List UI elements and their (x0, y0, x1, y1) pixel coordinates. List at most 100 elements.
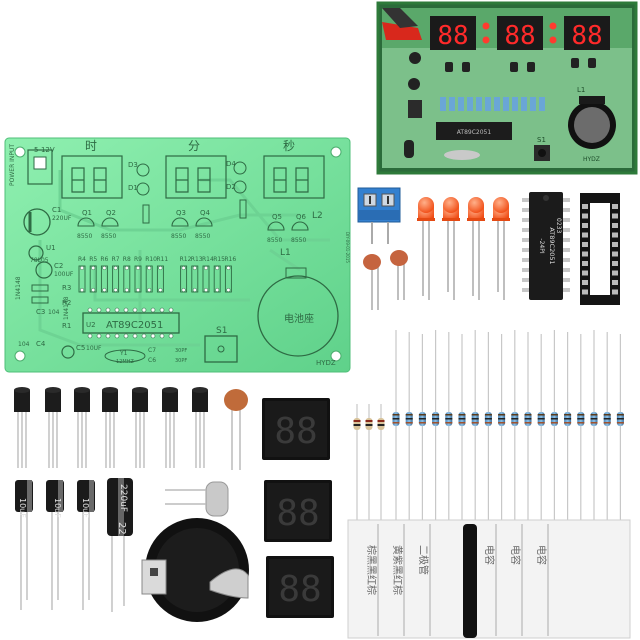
transistor (132, 387, 148, 468)
seven-segment-display: 88 (262, 398, 330, 460)
c5-label: C5 (76, 344, 85, 352)
resistor (392, 330, 400, 520)
resistor (418, 334, 426, 520)
orange-leds (417, 197, 510, 300)
resistor (471, 330, 479, 520)
pcb-resistor-label-r13: R13 (191, 256, 203, 263)
paper-strip-label: 二极管 (417, 545, 430, 575)
display-digits: 88 (278, 569, 321, 610)
resistor (511, 330, 519, 520)
orange-led (467, 197, 485, 300)
paper-strip-label: 电容 (535, 545, 548, 565)
inset-brand: HYDZ (583, 156, 600, 163)
q1-label: Q1 (82, 209, 92, 217)
resistor (353, 404, 361, 520)
inset-chip-label: AT89C2051 (457, 129, 492, 136)
resistor-set (353, 330, 624, 520)
u1-label: U1 (46, 244, 56, 252)
transistors-8550 (14, 387, 208, 468)
q3-label: Q3 (176, 209, 186, 217)
pcb-resistor-label-r12: R12 (180, 256, 192, 263)
s1-label: S1 (216, 326, 227, 336)
pcb-resistor-label-r16: R16 (224, 256, 236, 263)
q6-label: Q6 (296, 213, 307, 221)
chip-label: AT89C2051 (548, 227, 556, 264)
r2-label: R2 (62, 299, 71, 307)
transistor (74, 387, 90, 468)
ic-chip: AT89C2051 -24PI 0233 (522, 192, 570, 300)
resistor (484, 332, 492, 520)
y1-value: 12MHZ (116, 359, 134, 365)
transistor (102, 387, 118, 468)
header-minute: 分 (188, 139, 200, 153)
resistor (603, 332, 611, 520)
pcb-resistor-label-r7: R7 (112, 256, 120, 263)
q5-label: Q5 (272, 213, 282, 221)
pcb-brand: HYDZ (316, 359, 336, 367)
resistor (432, 330, 440, 520)
resistor (564, 332, 572, 520)
display-digits: 88 (274, 411, 317, 452)
c3-value: 104 (48, 309, 60, 316)
seven-segment-display: 88 (264, 480, 332, 542)
l2-label: L2 (312, 211, 323, 221)
orange-led (442, 197, 460, 300)
q5-value: 8550 (267, 237, 282, 244)
resistor (458, 334, 466, 520)
resistor (590, 330, 598, 520)
q2-value: 8550 (101, 233, 116, 240)
inset-resistor-row (440, 97, 545, 111)
electrolytic-cap-220uf (107, 478, 133, 612)
pcb-resistor-label-r11: R11 (156, 256, 168, 263)
inset-display-hour: 88 (430, 16, 476, 51)
pcb-resistor-label-r5: R5 (89, 256, 97, 263)
resistor (577, 334, 585, 520)
c6-value: 30PF (175, 358, 187, 364)
c1-outline (23, 208, 51, 236)
elcap-large-label: 220uF (118, 484, 128, 512)
ic-socket (580, 193, 620, 305)
inset-switch-label: S1 (537, 136, 546, 144)
pcb-resistor-label-r15: R15 (213, 256, 225, 263)
q4-label: Q4 (200, 209, 211, 217)
inset-display-second: 88 (564, 16, 610, 51)
battery-label: 电池座 (284, 312, 314, 325)
u1-value: 78L05 (30, 257, 49, 264)
crystal-12mhz (165, 481, 229, 517)
display-digits: 88 (276, 493, 319, 534)
resistor (405, 332, 413, 520)
u2-footprint (82, 312, 180, 334)
d2-label: D2 (226, 183, 236, 191)
resistor (537, 334, 545, 520)
elcap-3-label: 10uF (81, 498, 90, 518)
inset-digits-second: 88 (571, 21, 602, 51)
c7-label: C7 (148, 347, 156, 354)
orange-led (492, 197, 510, 300)
c1-value: 220UF (52, 215, 72, 222)
pcb-resistor-label-r6: R6 (100, 256, 108, 263)
inset-digits-minute: 88 (504, 21, 535, 51)
transistor (192, 387, 208, 468)
power-input-label: POWER INPUT (9, 144, 16, 186)
resistor (550, 330, 558, 520)
q4-value: 8550 (195, 233, 210, 240)
electrolytic-capacitors (15, 478, 133, 612)
u2-label: U2 (86, 321, 96, 329)
battery-footprint (257, 275, 339, 357)
pcb-resistor-label-r4: R4 (78, 256, 86, 263)
inset-digits-hour: 88 (437, 21, 468, 51)
elcap-large-voltage: 22 (116, 522, 127, 535)
inset-display-minute: 88 (497, 16, 543, 51)
c7-value: 30PF (175, 348, 187, 354)
c2-label: C2 (54, 262, 63, 270)
s1-footprint (204, 335, 238, 363)
diode-d6-label: 1N4148 (63, 296, 70, 320)
chip-suffix: -24PI (538, 238, 545, 253)
paper-strip-label: 黄紫黑红棕 (391, 545, 404, 595)
board-code: DIY-09-01-2015 (345, 232, 350, 263)
transistor-footprints (77, 217, 309, 231)
paper-strip-label: 电容 (483, 545, 496, 565)
d3-label: D3 (128, 161, 138, 169)
